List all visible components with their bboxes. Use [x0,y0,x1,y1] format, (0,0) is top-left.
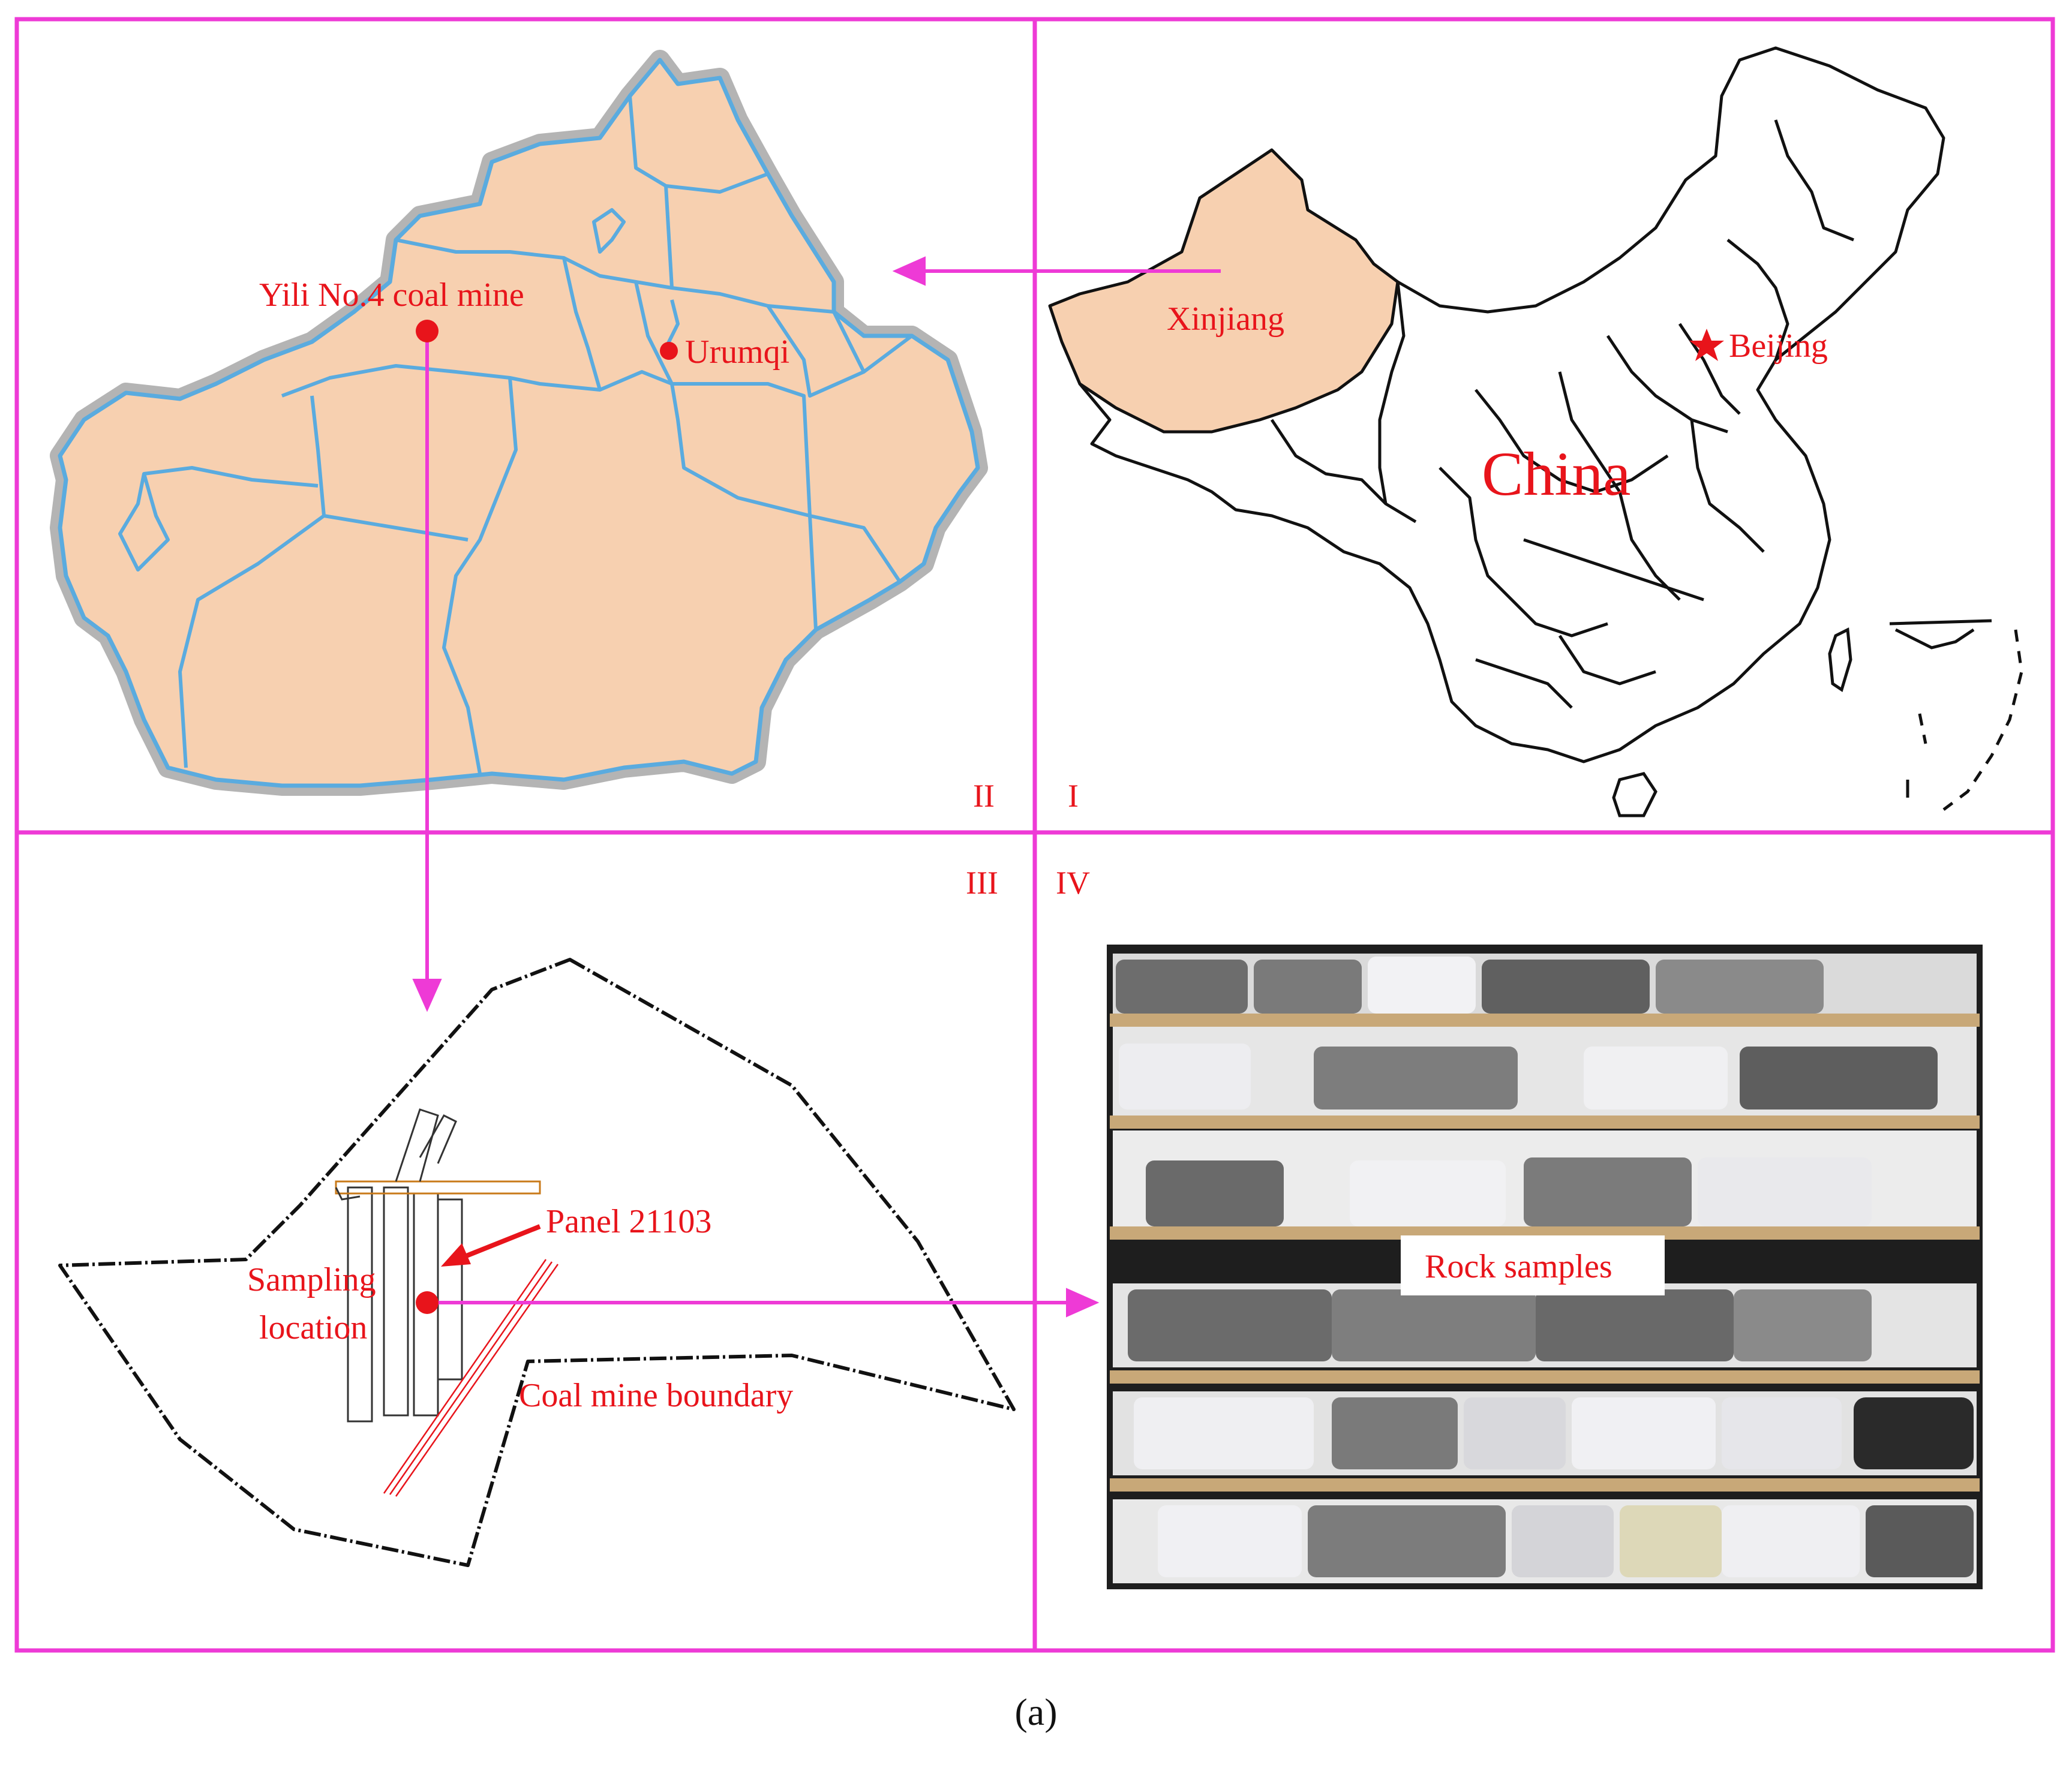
panel-pointer-arrow [441,1224,541,1267]
quadrant-label-i: I [1068,778,1079,814]
connector-arrows [412,256,1221,1318]
china-map [1048,46,2023,817]
panel-frame [14,17,2055,1653]
south-china-sea-inset [1889,619,2023,811]
coal-mine-plan [58,958,1016,1567]
xinjiang-region [1048,148,1400,434]
urumqi-dot-icon [660,342,678,360]
xinjiang-outline [58,58,980,788]
rock-label-box [1401,1235,1665,1295]
quadrant-label-ii: II [973,778,995,814]
label-sampling-2: location [259,1309,367,1346]
figure-caption: (a) [1014,1691,1058,1733]
label-beijing: Beijing [1729,327,1828,365]
mine-dot-icon [416,320,439,342]
mine-boundary [58,958,1016,1567]
label-panel: Panel 21103 [546,1203,711,1240]
rock-samples-photo [1107,945,1983,1589]
rock-cores [1116,957,1974,1577]
hainan-island [1612,772,1657,817]
label-urumqi: Urumqi [685,333,789,371]
china-outline [1079,46,1945,763]
xinjiang-map [50,50,988,796]
beijing-star-icon [1689,329,1724,361]
quadrant-label-iv: IV [1056,865,1090,901]
taiwan-island [1828,627,1852,692]
label-china: China [1482,440,1630,509]
label-boundary: Coal mine boundary [519,1377,793,1414]
label-rock: Rock samples [1425,1248,1612,1285]
label-sampling-1: Sampling [247,1261,376,1298]
quadrant-label-iii: III [966,865,998,901]
prefecture-borders [118,95,913,774]
label-mine: Yili No.4 coal mine [259,276,524,314]
label-xinjiang: Xinjiang [1167,300,1284,338]
panel-workings [335,1108,541,1423]
sampling-dot-icon [416,1291,439,1314]
